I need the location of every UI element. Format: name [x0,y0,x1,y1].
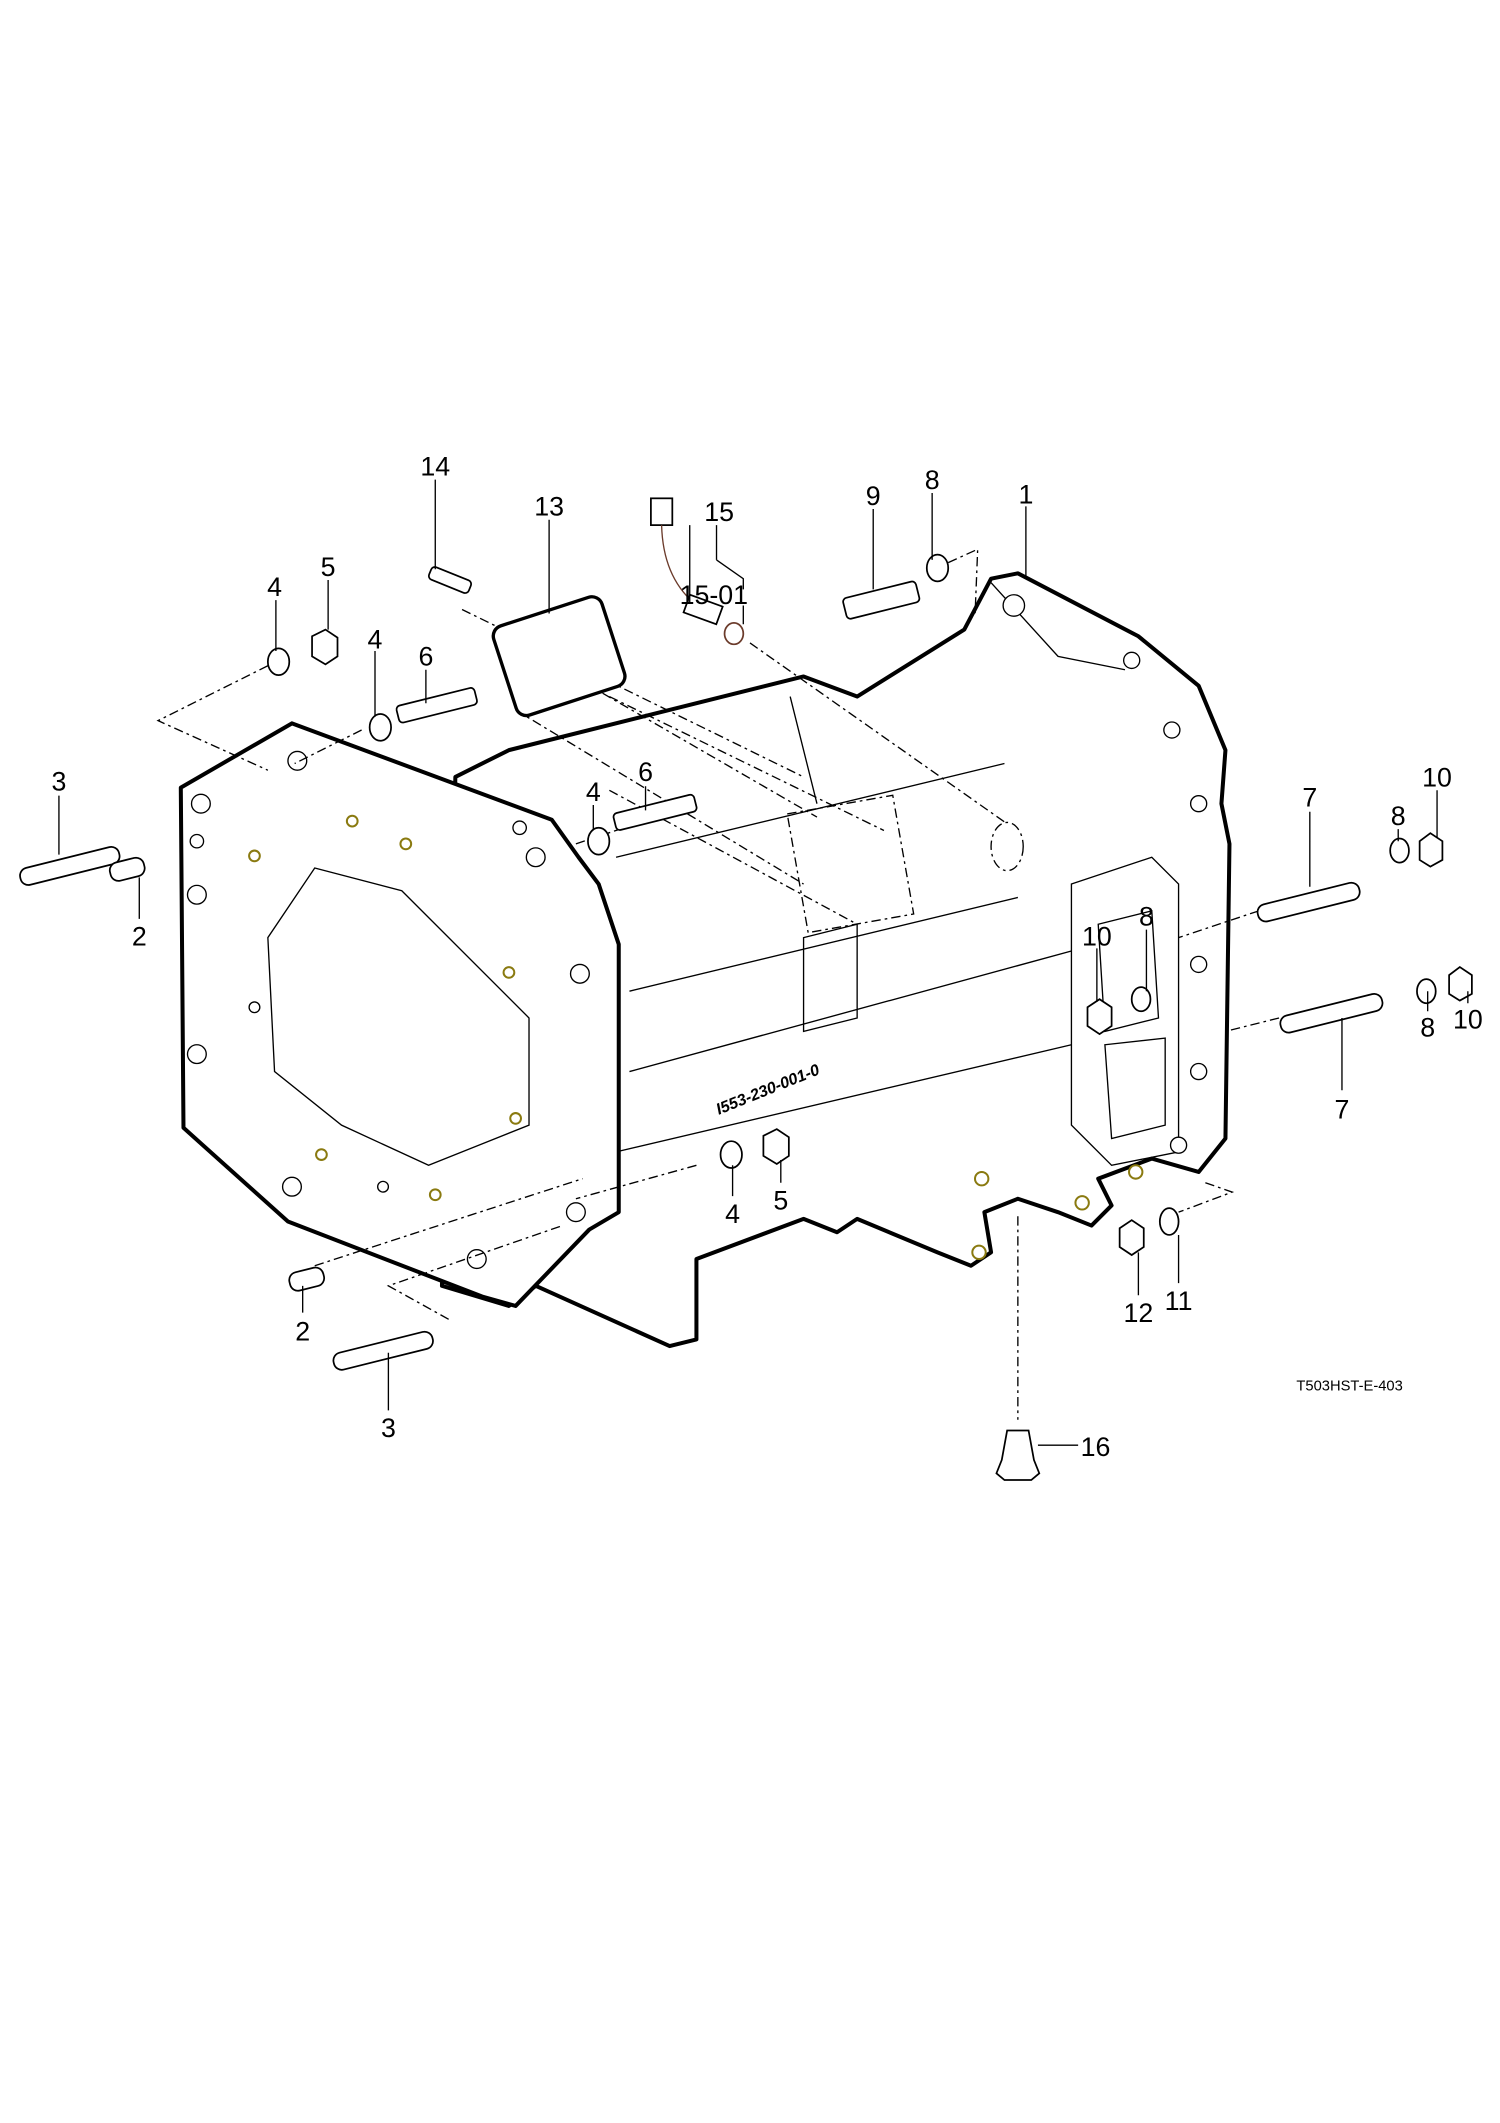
nut-5 [762,1128,790,1165]
callout-13: 13 [534,492,564,522]
o-ring-15-01 [723,622,745,646]
callout-12: 12 [1124,1298,1154,1328]
drain-plug-16 [995,1429,1041,1481]
callout-10: 10 [1082,922,1112,952]
callout-16: 16 [1081,1432,1111,1462]
nut-5 [311,628,339,666]
leader-lines [58,479,1469,1446]
callout-15-01: 15-01 [680,580,748,610]
bolt-6 [612,793,698,831]
flange-holes [186,750,590,1270]
stud-7 [1256,881,1361,923]
callout-2: 2 [295,1317,310,1347]
transmission-case: I553-230-001-0 [439,571,1232,1349]
sensor-15 [682,593,724,626]
callout-10: 10 [1453,1005,1483,1035]
callout-6: 6 [638,757,653,787]
callout-7: 7 [1302,782,1317,812]
nut-12 [1118,1219,1145,1257]
callout-5: 5 [321,552,336,582]
reference-code: T503HST-E-403 [1296,1378,1402,1394]
callout-2: 2 [132,922,147,952]
callout-5: 5 [773,1185,788,1215]
callout-8: 8 [1420,1013,1435,1043]
washer-8 [1416,978,1437,1005]
callout-6: 6 [418,642,433,672]
callout-11: 11 [1165,1286,1193,1316]
dowel-pin-2 [108,856,146,882]
callout-9: 9 [866,481,881,511]
washer-4 [587,826,611,856]
bolt-9 [842,580,921,620]
callout-1: 1 [1018,480,1033,510]
callout-7: 7 [1335,1094,1350,1124]
bolt-6 [395,687,478,724]
callout-3: 3 [381,1413,396,1443]
callout-8: 8 [925,465,940,495]
stud-3 [19,846,121,886]
parts [19,497,1473,1481]
callout-14: 14 [420,452,450,482]
callout-4: 4 [725,1199,740,1229]
washer-11 [1158,1207,1180,1236]
washer-4 [266,647,291,676]
nut-10 [1418,832,1444,868]
callout-3: 3 [51,766,66,796]
callout-15: 15 [704,497,734,527]
front-flange [178,721,621,1308]
bolt-14 [427,566,473,594]
washer-8 [1130,986,1152,1013]
washer-4 [368,713,392,742]
callout-4: 4 [586,777,601,807]
callout-8: 8 [1391,801,1406,831]
callout-4: 4 [368,624,383,654]
callout-labels: 14 13 15 15-01 9 8 1 4 5 4 6 3 2 4 6 7 8… [51,452,1482,1462]
cover-plate-13 [491,595,627,718]
washer-8 [1389,837,1410,864]
washer-8 [925,553,950,583]
nut-10 [1448,966,1473,1002]
callout-10: 10 [1422,762,1452,792]
stud-3 [332,1330,434,1371]
nut-10 [1086,998,1113,1036]
dowel-pin-2 [288,1266,326,1292]
sensor-15-connector [650,497,674,526]
callout-8: 8 [1139,902,1154,932]
stud-7 [1279,993,1384,1034]
callout-4: 4 [267,572,282,602]
washer-4 [719,1140,743,1169]
